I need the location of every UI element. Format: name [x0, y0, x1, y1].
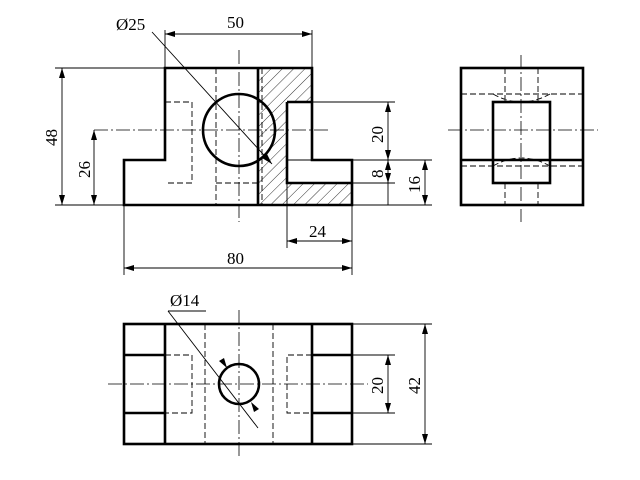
dim-top-width: 50	[227, 13, 244, 32]
side-hole-outline	[491, 100, 552, 185]
top-arrowheads	[219, 324, 428, 444]
dim-overall-height: 48	[42, 129, 61, 146]
dim-hole-center-height: 26	[75, 161, 94, 178]
dim-top-slot-width: 20	[368, 377, 387, 394]
dim-lower-block-height: 16	[405, 176, 424, 193]
dim-slot-height: 20	[368, 126, 387, 143]
dim-front-hole-diameter: Ø25	[116, 15, 145, 34]
dim-overall-length: 80	[227, 249, 244, 268]
side-outline	[459, 66, 585, 207]
dim-step-height: 8	[368, 170, 387, 179]
dim-lower-offset: 24	[309, 222, 327, 241]
dim-overall-depth: 42	[405, 377, 424, 394]
front-dimension-lines	[55, 30, 432, 275]
top-dimension-lines	[167, 310, 432, 445]
section-hatching	[258, 68, 352, 205]
front-view: Ø25 50 48 26 20 8 16 24 80	[42, 13, 432, 275]
dim-top-hole-diameter: Ø14	[170, 291, 200, 310]
side-view	[448, 55, 598, 222]
front-slot-outline	[285, 100, 352, 185]
side-hidden-lines	[461, 68, 583, 205]
front-arrowheads	[59, 31, 428, 271]
front-hidden-lines	[165, 68, 263, 205]
top-view: Ø14 20 42	[108, 291, 432, 458]
